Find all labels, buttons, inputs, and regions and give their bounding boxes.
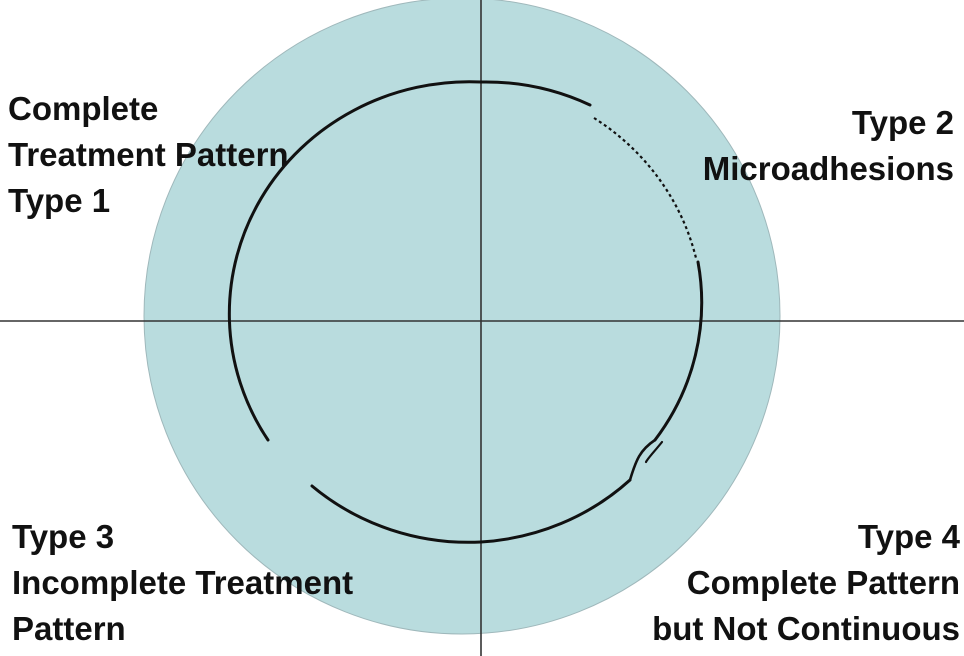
pattern-line-type4-offset xyxy=(644,440,664,464)
label-type4-line2: Complete Pattern xyxy=(686,564,960,601)
pattern-line-type1 xyxy=(227,80,592,442)
label-type1-line1: Complete xyxy=(8,90,159,127)
pattern-line-type4-discontinuity xyxy=(628,438,657,482)
label-type3-line3: Pattern xyxy=(12,610,126,647)
label-type3-line1: Type 3 xyxy=(12,518,115,555)
label-type2: Type 2 Microadhesions xyxy=(703,100,954,192)
label-type1-line2: Treatment Pattern xyxy=(8,136,289,173)
label-type4-line3: but Not Continuous xyxy=(652,610,960,647)
label-type3: Type 3 Incomplete Treatment Pattern xyxy=(12,514,353,652)
pattern-line-bottom xyxy=(310,478,632,544)
label-type2-line1: Type 2 xyxy=(851,104,954,141)
label-type4: Type 4 Complete Pattern but Not Continuo… xyxy=(652,514,960,652)
label-type1: Complete Treatment Pattern Type 1 xyxy=(8,86,289,224)
label-type2-line2: Microadhesions xyxy=(702,150,954,187)
label-type1-line3: Type 1 xyxy=(8,182,111,219)
treatment-disc xyxy=(143,0,781,635)
label-type3-line2: Incomplete Treatment xyxy=(12,564,354,601)
pattern-line-right-side xyxy=(653,260,704,442)
label-type4-line1: Type 4 xyxy=(857,518,960,555)
